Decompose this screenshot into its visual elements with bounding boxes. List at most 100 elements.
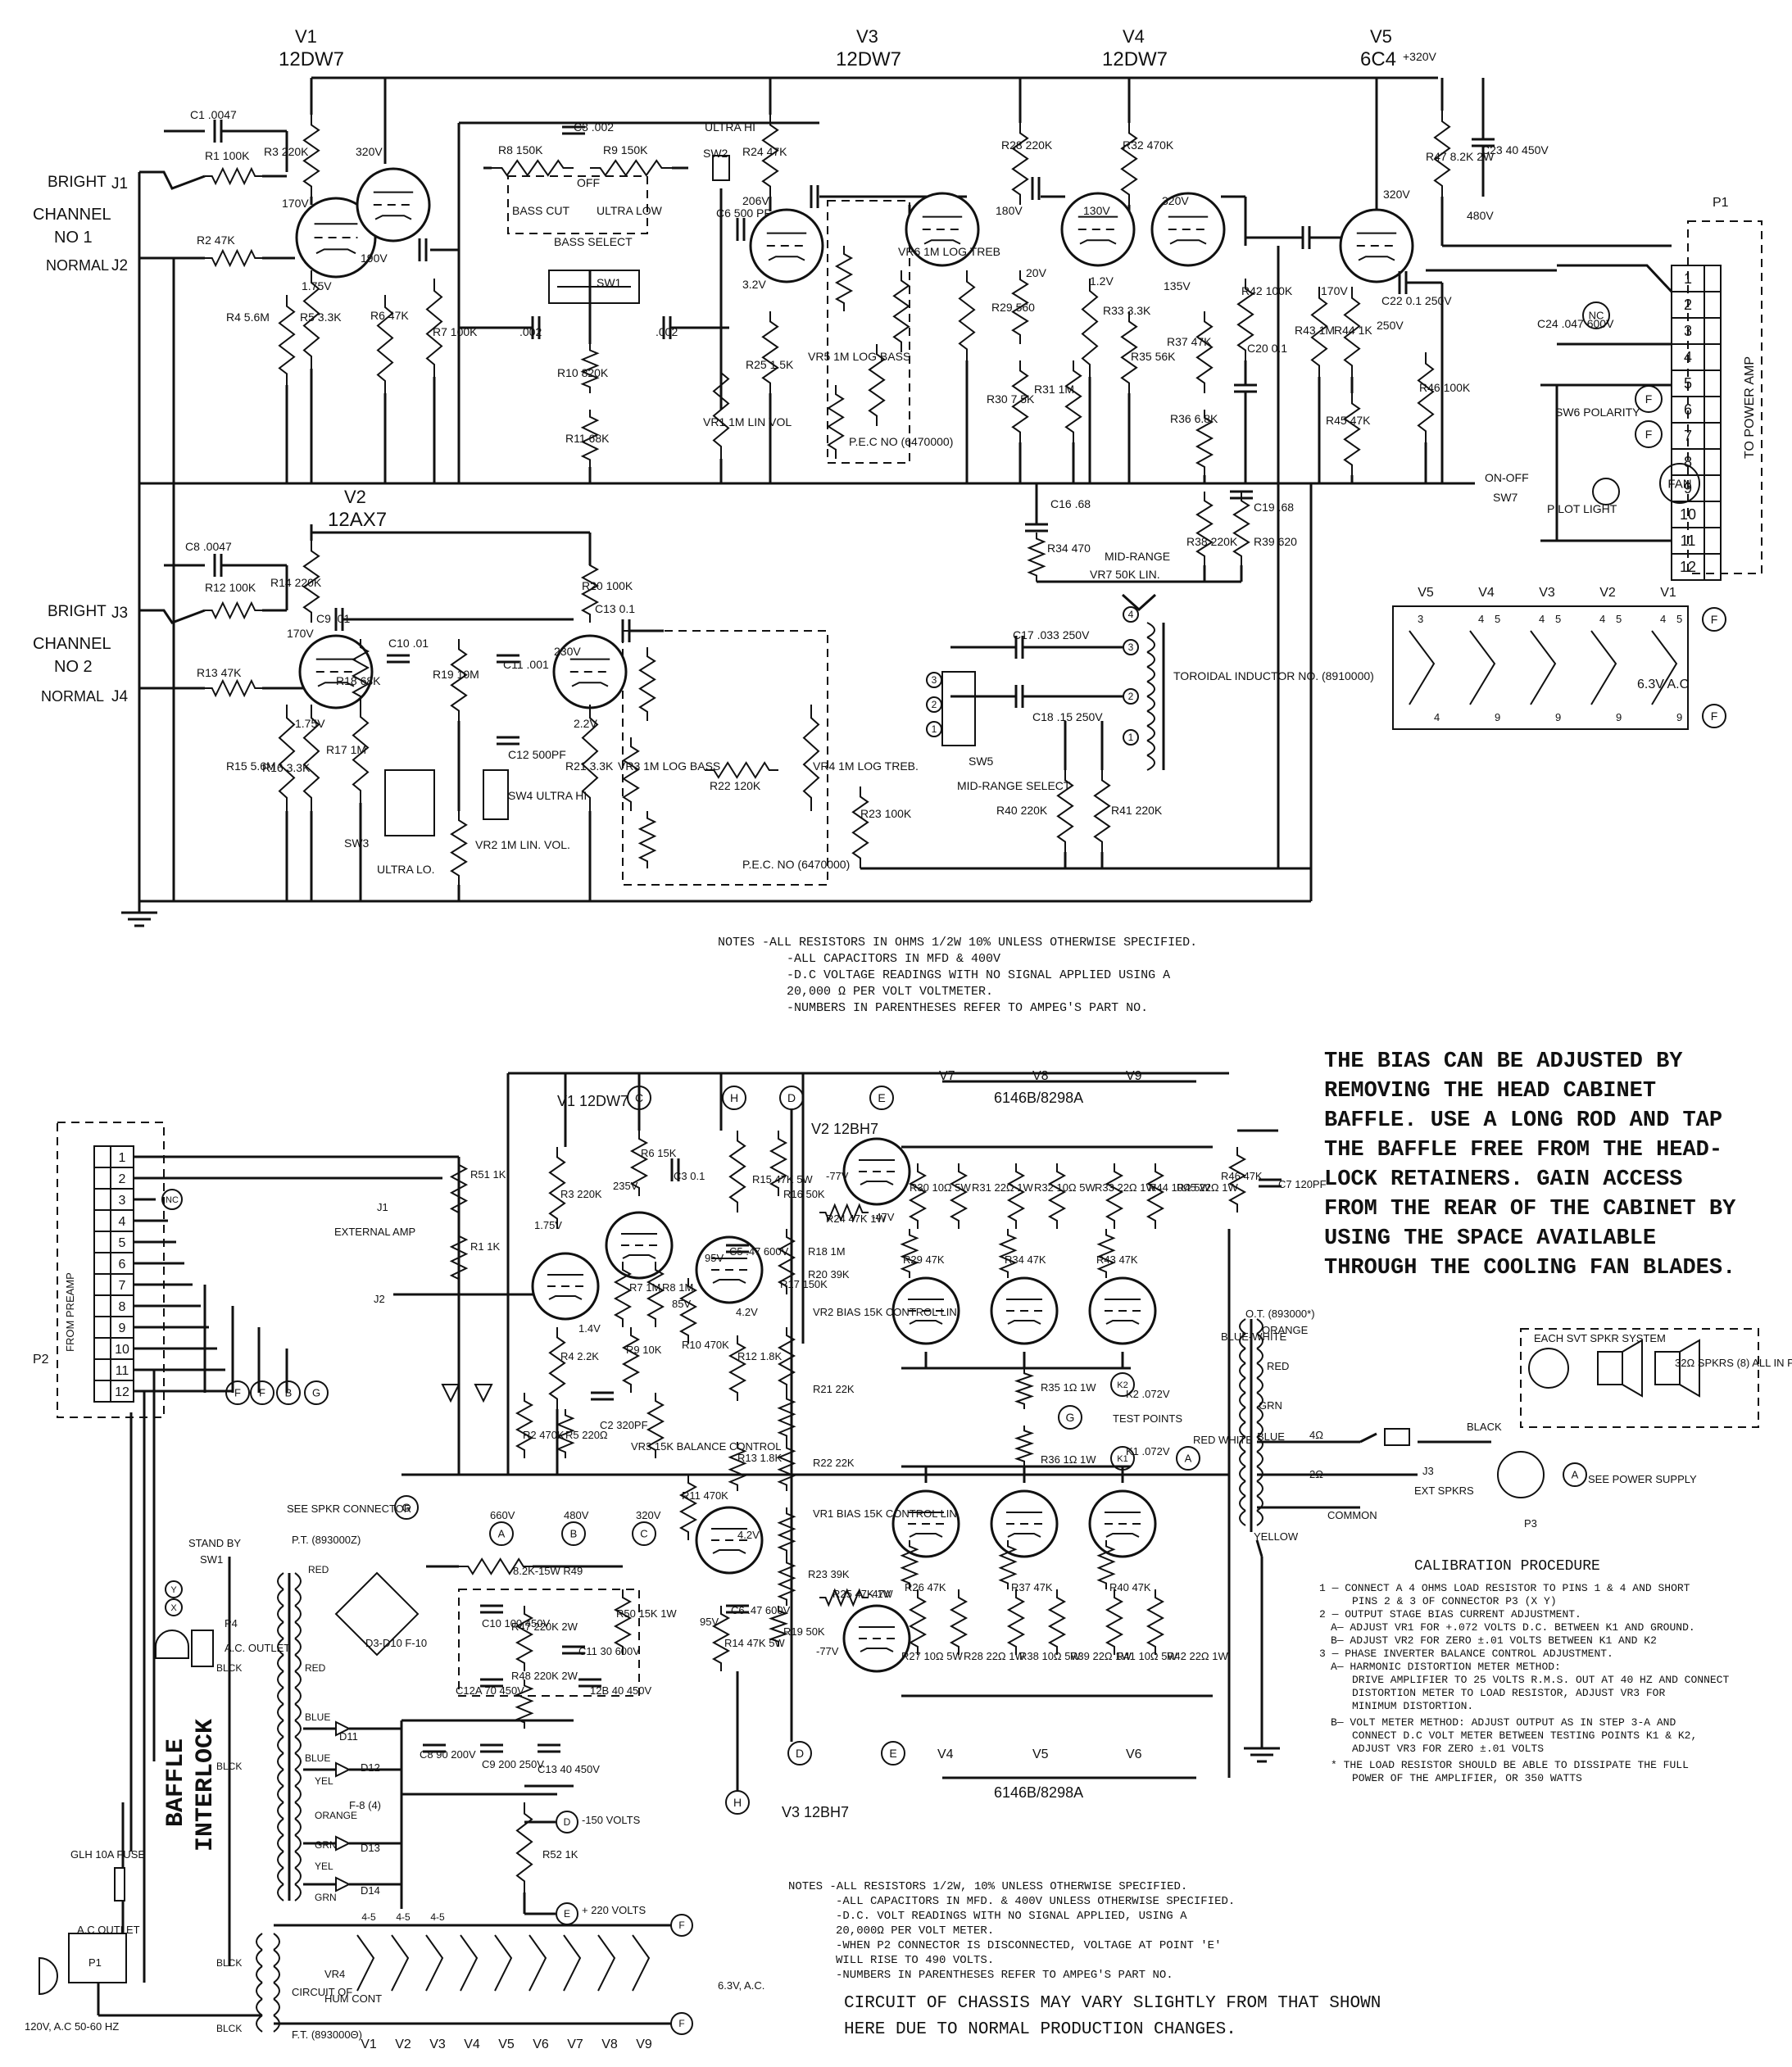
r47-label: R47 8.2K 2W xyxy=(1426,150,1495,163)
d11-diode xyxy=(335,1720,352,1737)
standby-y-marker-circle xyxy=(165,1580,183,1598)
pa-voltage-7: 85V xyxy=(672,1298,691,1310)
mains-p1-label: P1 xyxy=(88,1956,102,1969)
tube-v2-type: 12AX7 xyxy=(328,509,387,531)
p1-pin-4: 4 xyxy=(1684,349,1692,365)
ps-wire-4: YEL xyxy=(315,1775,333,1787)
r36-resistor xyxy=(1195,410,1214,475)
vr3-label: VR3 1M LOG BASS xyxy=(618,759,720,773)
pa-r14-label: R14 47K 5W xyxy=(724,1637,785,1649)
vr4-potentiometer xyxy=(802,705,820,811)
r2-resistor xyxy=(205,248,262,268)
pt-primary-coil xyxy=(277,1818,284,1836)
r5-label: R5 3.3K xyxy=(300,311,342,324)
c13-label: C13 0.1 xyxy=(595,602,635,615)
r43-resistor xyxy=(1310,287,1328,377)
preamp-voltage-12: 320V xyxy=(1383,188,1410,201)
ps-point-a-circle xyxy=(489,1521,514,1546)
cal-line-12: CONNECT D.C VOLT METER BETWEEN TESTING P… xyxy=(1352,1729,1697,1742)
r47-resistor xyxy=(1433,111,1451,197)
baffle-label: BAFFLE xyxy=(162,1738,190,1827)
tube-cathode xyxy=(571,682,609,687)
calibration-procedure: CALIBRATION PROCEDURE 1 — CONNECT A 4 OH… xyxy=(1319,1558,1729,1784)
tube-v5-id: V5 xyxy=(1370,26,1392,47)
vr2-potentiometer xyxy=(450,811,468,885)
preamp-component-labels: C1 .0047 R1 100K R2 47K R3 220K R4 5.6M … xyxy=(185,108,1640,876)
output-bias-res-bot xyxy=(998,1540,1018,1589)
pa-r19-label: R19 50K xyxy=(783,1625,825,1638)
pt-secondary-coil xyxy=(294,1703,302,1721)
c-tone-220k xyxy=(834,246,854,311)
r20-resistor xyxy=(580,557,600,623)
pa-voltage-9: 95V xyxy=(700,1616,719,1628)
tube-v3-type: 12DW7 xyxy=(836,48,901,70)
ps-wire-11: BLCK xyxy=(216,1957,242,1969)
pa-r5-resistor xyxy=(556,1409,575,1458)
r24-label: R24 47K xyxy=(742,145,787,158)
toroid-tap-3-circle xyxy=(1123,639,1139,655)
r17-resistor xyxy=(352,705,370,803)
heater-filament xyxy=(1590,630,1617,705)
heater-filament xyxy=(1530,630,1557,705)
pa-r34-label: R34 47K xyxy=(1005,1253,1046,1266)
pa-point-h-top-circle xyxy=(722,1086,746,1110)
r27-resistor xyxy=(958,270,976,360)
neg150-point-circle xyxy=(556,1811,578,1834)
ps-point-c-circle xyxy=(632,1521,656,1546)
ft-secondary-coil xyxy=(273,1933,280,1951)
ext-spkrs-label: EXT SPKRS xyxy=(1414,1485,1474,1497)
p2-pin-3: 3 xyxy=(119,1194,126,1208)
ot-secondary-coil xyxy=(1256,1436,1263,1453)
ps-wire-9: BLCK xyxy=(216,1662,242,1674)
ot-red-label: RED xyxy=(1267,1360,1289,1372)
ot-primary-coil xyxy=(1239,1451,1246,1467)
pa-r19-resistor xyxy=(768,1606,789,1647)
pa-r25-label: R25 47K 1W xyxy=(832,1588,893,1600)
preamp-voltage-3: 190V xyxy=(361,252,388,265)
p1-pin-contact xyxy=(1704,343,1722,371)
cal-line-15: POWER OF THE AMPLIFIER, OR 350 WATTS xyxy=(1352,1772,1582,1784)
p1-pin-contact xyxy=(1704,448,1722,476)
output-bias-res-top xyxy=(900,1229,919,1278)
pt-primary-coil xyxy=(277,1654,284,1672)
output-grid-res-top xyxy=(1146,1163,1165,1229)
r1-resistor xyxy=(205,166,262,186)
p2-pin-contact xyxy=(93,1273,111,1296)
tube-cathode xyxy=(1079,239,1117,245)
r10-resistor xyxy=(580,344,600,393)
sw5-pos-2: 2 xyxy=(932,699,937,710)
pa-heater-f-bot: F xyxy=(678,2018,684,2029)
heater-pin-top2: 5 xyxy=(1555,613,1561,625)
ps-point-c: C xyxy=(640,1528,647,1540)
preamp-voltage-14: 250V xyxy=(1377,319,1404,332)
ps-wire-10: BLCK xyxy=(216,1761,242,1772)
pa-point-g: G xyxy=(1066,1411,1075,1424)
p1-pin-contact xyxy=(1704,527,1722,555)
preamp-note-1: NOTES -ALL RESISTORS IN OHMS 1/2W 10% UN… xyxy=(718,936,1197,950)
ot-primary-coil xyxy=(1239,1362,1246,1379)
sw7-label: SW7 xyxy=(1493,491,1518,504)
c10-pa-label: C10 100 450V xyxy=(482,1617,550,1630)
from-preamp-label: FROM PREAMP xyxy=(64,1272,76,1352)
d3-d10-label: D3-D10 F-10 xyxy=(365,1637,427,1649)
d13-diode xyxy=(335,1835,352,1852)
ultra-low-label: ULTRA LOW xyxy=(597,204,663,217)
bias-adjust-note: THE BIAS CAN BE ADJUSTED BY REMOVING THE… xyxy=(1324,1049,1736,1281)
pt-primary-coil xyxy=(277,1752,284,1770)
pa-r35-resistor xyxy=(1014,1368,1035,1409)
output-bias-res-top xyxy=(1096,1229,1116,1278)
pa-r36-label: R36 1Ω 1W xyxy=(1041,1453,1096,1466)
p1-pin-3: 3 xyxy=(1684,323,1692,339)
pa-r48-resistor xyxy=(515,1679,534,1729)
ch2-no-label: NO 2 xyxy=(54,658,93,676)
c12-pa-label: C12A 70 450V xyxy=(456,1684,524,1697)
r49-label: 8.2K-15W R49 xyxy=(513,1565,583,1577)
standby-x-marker-circle xyxy=(165,1598,183,1616)
pa-r52-resistor xyxy=(515,1802,533,1892)
pa-point-g-left: G xyxy=(402,1501,411,1514)
pa-r4-resistor xyxy=(548,1327,566,1409)
pa-r17-resistor xyxy=(777,1229,796,1294)
blue-white-label: BLUE-WHITE xyxy=(1221,1330,1287,1343)
pa-vr4-label: VR4 xyxy=(324,1968,345,1980)
bottom-tubes-type: 6146B/8298A xyxy=(994,1784,1083,1801)
